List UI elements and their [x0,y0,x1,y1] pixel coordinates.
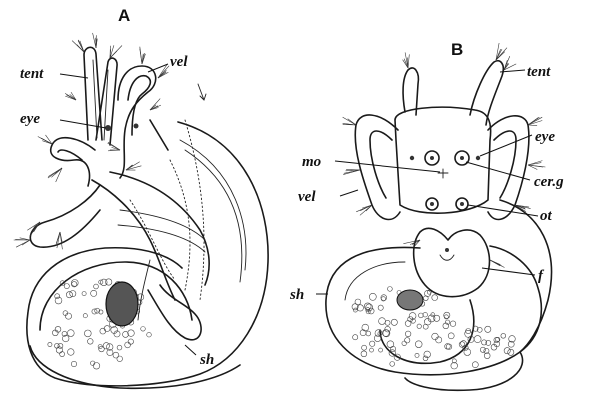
panel-b-label-sh: sh [289,287,304,303]
panel-b-f-leader [482,268,535,275]
panel-b-dark-organ [397,290,423,310]
panel-b-foot [414,228,490,296]
panel-a-tentacle [84,47,117,145]
panel-b-mouth [438,169,448,178]
panel-b-eye-leader [480,135,532,156]
panel-b-eye [460,156,464,160]
panel-a-eye-right [134,124,139,129]
panel-b-yolk-cells [352,287,515,370]
panel-b-head [355,61,529,297]
panel-b-label-ot: ot [540,208,553,224]
panel-b-eye-left [430,156,434,160]
panel-b: B [289,40,564,390]
panel-b-label-cerg: cer.g [534,174,564,190]
panel-a-label-tent: tent [20,66,44,82]
panel-a-shell [27,122,268,388]
panel-b-vel-leader [340,190,358,196]
panel-a: A [14,6,268,388]
panel-b-letter: B [451,40,463,59]
panel-b-label-f: f [538,268,545,284]
panel-b-label-tent: tent [527,64,551,80]
panel-b-label-eye: eye [535,129,555,145]
panel-b-label-vel: vel [298,189,316,205]
panel-a-label-sh: sh [199,352,214,368]
panel-b-cerg-leader [466,162,530,180]
panel-a-label-eye: eye [20,111,40,127]
panel-b-label-mo: mo [302,154,321,170]
panel-a-dark-organ [106,282,138,326]
panel-a-letter: A [118,6,130,25]
panel-a-label-vel: vel [170,54,188,70]
panel-a-tent-leader [60,74,88,78]
panel-a-sh-leader [185,345,196,355]
